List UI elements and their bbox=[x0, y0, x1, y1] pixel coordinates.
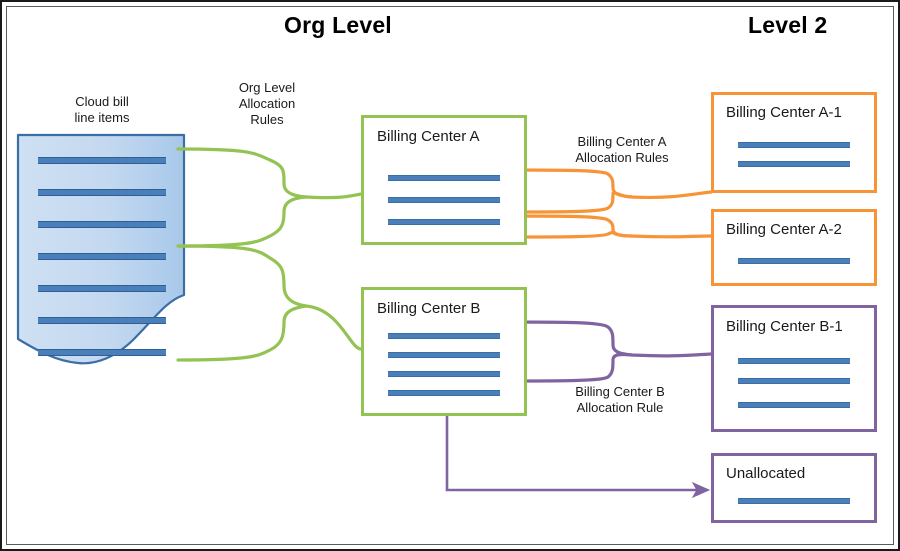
caption-org-level-allocation-rules: Org Level Allocation Rules bbox=[238, 80, 296, 127]
cloud-bill-document-outline bbox=[16, 133, 186, 365]
connector-cloud-to-billing-center-a bbox=[176, 147, 363, 200]
connector-bc-a-to-a2 bbox=[503, 214, 713, 239]
cloud-bill-line-item bbox=[38, 253, 166, 260]
caption-billing-center-b-allocation-rule: Billing Center B Allocation Rule bbox=[575, 384, 665, 415]
billing-center-b1-line-item bbox=[738, 378, 850, 384]
billing-center-a2-line-item bbox=[738, 258, 850, 264]
arrowhead-icon bbox=[691, 481, 711, 499]
billing-center-a-line-item bbox=[388, 219, 500, 225]
billing-center-a-line-item bbox=[388, 175, 500, 181]
connector-bc-a-to-a1 bbox=[503, 168, 713, 200]
cloud-bill-line-item bbox=[38, 157, 166, 164]
box-billing-center-a2-label: Billing Center A-2 bbox=[726, 221, 842, 238]
cloud-bill-line-item bbox=[38, 221, 166, 228]
caption-cloud-bill: Cloud bill line items bbox=[74, 94, 130, 125]
box-billing-center-b-label: Billing Center B bbox=[377, 300, 481, 317]
box-billing-center-b[interactable]: Billing Center B bbox=[361, 287, 527, 416]
box-unallocated-label: Unallocated bbox=[726, 465, 806, 482]
billing-center-b-line-item bbox=[388, 333, 500, 339]
box-billing-center-a2[interactable]: Billing Center A-2 bbox=[711, 209, 877, 286]
billing-center-a-line-item bbox=[388, 197, 500, 203]
billing-center-b-line-item bbox=[388, 352, 500, 358]
unallocated-line-item bbox=[738, 498, 850, 504]
page-title-org-level: Org Level bbox=[284, 12, 392, 38]
billing-center-a1-line-item bbox=[738, 142, 850, 148]
box-billing-center-b1[interactable]: Billing Center B-1 bbox=[711, 305, 877, 432]
billing-center-b-line-item bbox=[388, 390, 500, 396]
billing-center-b1-line-item bbox=[738, 358, 850, 364]
billing-center-b1-line-item bbox=[738, 402, 850, 408]
cloud-bill-document bbox=[16, 133, 186, 438]
cloud-bill-line-item bbox=[38, 285, 166, 292]
box-billing-center-a-label: Billing Center A bbox=[377, 128, 480, 145]
caption-billing-center-a-allocation-rules: Billing Center A Allocation Rules bbox=[575, 134, 669, 165]
page-title-level-2: Level 2 bbox=[748, 12, 828, 38]
box-billing-center-a[interactable]: Billing Center A bbox=[361, 115, 527, 245]
box-unallocated[interactable]: Unallocated bbox=[711, 453, 877, 523]
billing-center-b-line-item bbox=[388, 371, 500, 377]
connector-cloud-to-billing-center-b-2 bbox=[176, 304, 308, 362]
connector-cloud-to-billing-center-a-2 bbox=[176, 195, 308, 248]
connector-bc-b-to-b1 bbox=[503, 320, 713, 358]
connector-cloud-to-billing-center-b bbox=[176, 244, 363, 351]
box-billing-center-b1-label: Billing Center B-1 bbox=[726, 318, 843, 335]
box-billing-center-a1-label: Billing Center A-1 bbox=[726, 104, 842, 121]
cloud-bill-line-item bbox=[38, 349, 166, 356]
cloud-bill-line-item bbox=[38, 189, 166, 196]
billing-center-a1-line-item bbox=[738, 161, 850, 167]
box-billing-center-a1[interactable]: Billing Center A-1 bbox=[711, 92, 877, 193]
cloud-bill-line-item bbox=[38, 317, 166, 324]
